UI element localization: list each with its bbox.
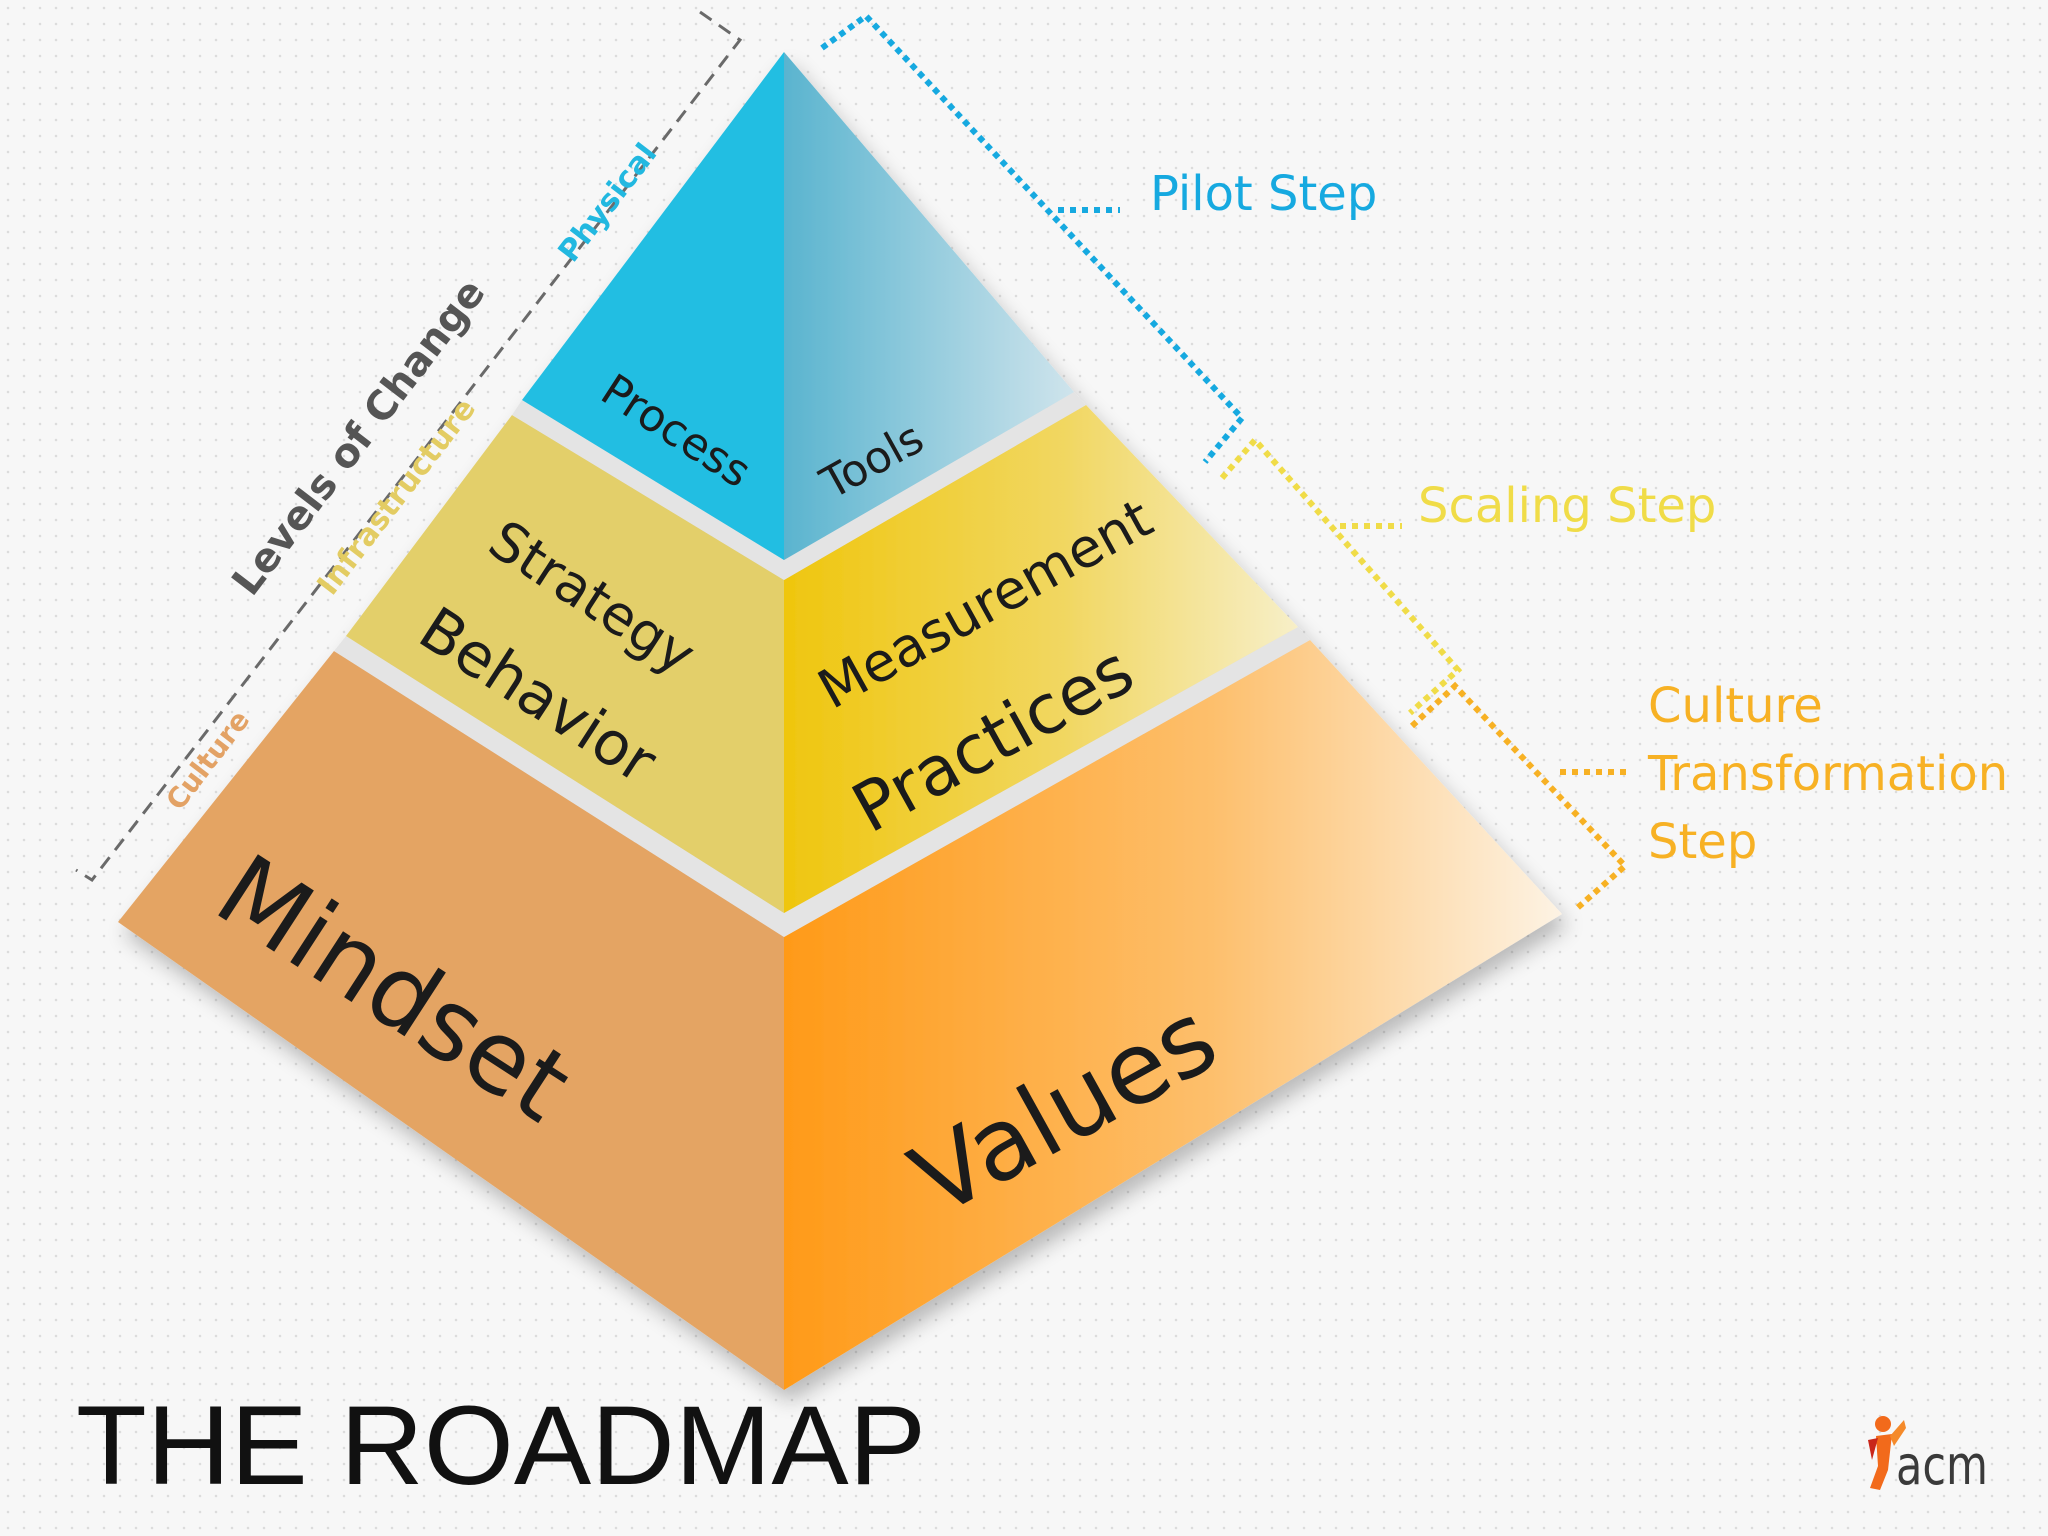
levels-bracket: [75, 10, 743, 882]
pyramid-bottom-right-face: [784, 640, 1562, 1390]
pyramid: [118, 52, 1562, 1390]
roadmap-steps: Pilot Step Scaling Step Culture Transfor…: [820, 12, 2008, 913]
pyramid-bottom-left-face: [118, 651, 784, 1390]
culture-step-label-line1: Culture: [1648, 678, 1823, 734]
acm-logo-text: acm: [1896, 1434, 1988, 1497]
pyramid-top-right-face: [784, 52, 1074, 560]
pyramid-middle-left-face: [346, 415, 784, 913]
scaling-step-bracket: [1219, 435, 1463, 716]
acm-logo-figure-icon: [1868, 1416, 1906, 1490]
culture-step-label-line2: Transformation: [1647, 746, 2008, 802]
acm-logo: acm: [1868, 1416, 1988, 1497]
culture-step-label-line3: Step: [1648, 814, 1757, 870]
pyramid-middle-right-face: [784, 405, 1298, 913]
pyramid-top-left-face: [522, 52, 784, 560]
pilot-step-label: Pilot Step: [1150, 166, 1377, 222]
page-title: THE ROADMAP: [76, 1383, 926, 1508]
pilot-step-bracket: [820, 12, 1247, 464]
scaling-step-label: Scaling Step: [1418, 478, 1716, 534]
